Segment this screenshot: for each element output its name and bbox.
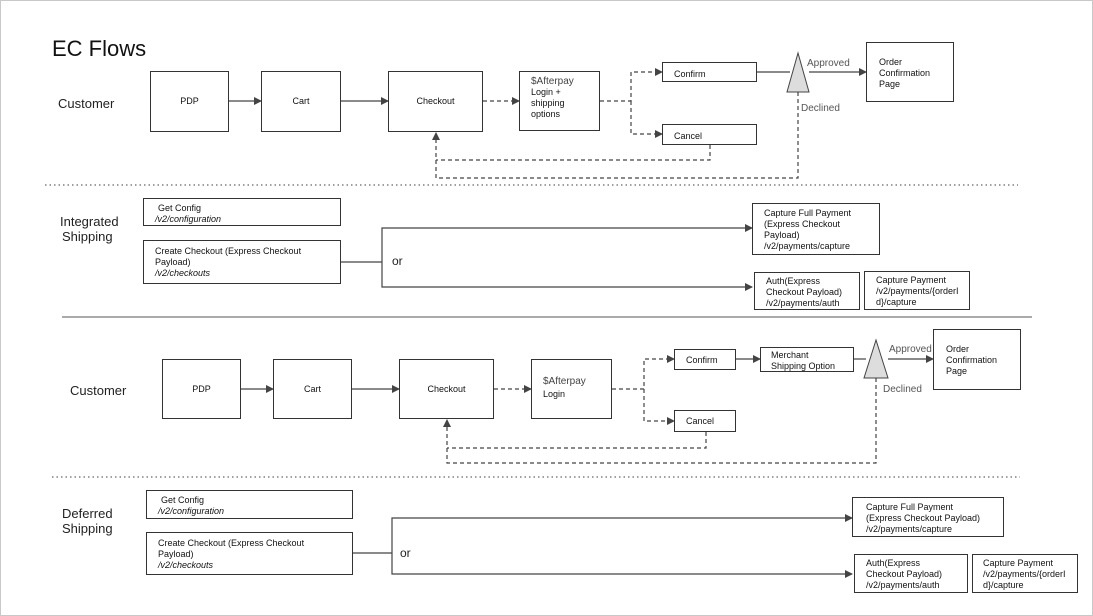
is-get-config-box: Get Config /v2/configuration xyxy=(143,198,341,226)
f1-afterpay-line1: Login + xyxy=(531,87,561,97)
f1-afterpay-line2: shipping xyxy=(531,98,565,108)
f2-decision-triangle xyxy=(863,338,889,379)
is-create-checkout-title2: Payload) xyxy=(155,257,191,267)
is-create-checkout-box: Create Checkout (Express Checkout Payloa… xyxy=(143,240,341,284)
lane-integrated-shipping: Integrated Shipping xyxy=(60,214,119,244)
lane-integrated-line2: Shipping xyxy=(62,229,113,244)
is-capture-full-box: Capture Full Payment (Express Checkout P… xyxy=(752,203,880,255)
f1-declined-label: Declined xyxy=(801,103,840,114)
f1-pdp-box: PDP xyxy=(150,71,229,132)
ds-capture-payment-line1: Capture Payment xyxy=(983,558,1054,568)
f1-cancel-return-line xyxy=(436,145,711,161)
f1-afterpay-brand: $Afterpay xyxy=(531,76,574,87)
ds-capture-full-box: Capture Full Payment (Express Checkout P… xyxy=(852,497,1004,537)
ds-create-checkout-path: /v2/checkouts xyxy=(158,560,214,570)
f1-confirm-box: Confirm xyxy=(662,62,757,82)
ds-bottom-branch-arrow xyxy=(391,553,853,578)
f1-checkout-box: Checkout xyxy=(388,71,483,132)
is-auth-line3: /v2/payments/auth xyxy=(766,298,840,308)
ds-capture-payment-line3: d}/capture xyxy=(983,580,1024,590)
is-bottom-branch-arrow xyxy=(381,262,753,291)
ds-capture-payment-box: Capture Payment /v2/payments/{orderI d}/… xyxy=(972,554,1078,593)
ds-get-config-path: /v2/configuration xyxy=(158,506,225,516)
f2-order-confirmation-box: Order Confirmation Page xyxy=(933,329,1021,390)
is-capture-full-line3: Payload) xyxy=(764,230,800,240)
ds-auth-box: Auth(Express Checkout Payload) /v2/payme… xyxy=(854,554,968,593)
ds-capture-full-line1: Capture Full Payment xyxy=(866,502,954,512)
f2-order-line1: Order xyxy=(946,344,970,354)
ds-auth-line1: Auth(Express xyxy=(866,558,921,568)
lane-customer-1: Customer xyxy=(58,96,115,111)
ds-get-config-title: Get Config xyxy=(161,495,205,505)
f2-cancel-box: Cancel xyxy=(674,410,736,432)
is-capture-full-line4: /v2/payments/capture xyxy=(764,241,851,251)
f2-merchant-line2: Shipping Option xyxy=(771,361,836,371)
f2-afterpay-confirm-arrow xyxy=(612,355,675,390)
f2-afterpay-cancel-arrow xyxy=(643,389,675,425)
f2-order-line2: Confirmation xyxy=(946,355,998,365)
ds-capture-payment-line2: /v2/payments/{orderI xyxy=(983,569,1066,579)
f1-afterpay-line3: options xyxy=(531,109,561,119)
f2-merchant-line1: Merchant xyxy=(771,350,809,360)
is-auth-line1: Auth(Express xyxy=(766,276,821,286)
is-create-checkout-path: /v2/checkouts xyxy=(155,268,211,278)
lane-deferred-line1: Deferred xyxy=(62,506,113,521)
f1-order-line3: Page xyxy=(879,79,901,89)
lane-deferred-line2: Shipping xyxy=(62,521,113,536)
f1-afterpay-cancel-arrow xyxy=(630,101,663,138)
ds-capture-full-line2: (Express Checkout Payload) xyxy=(866,513,981,523)
is-capture-full-line2: (Express Checkout xyxy=(764,219,841,229)
is-top-branch-arrow xyxy=(381,224,753,262)
f1-order-line2: Confirmation xyxy=(879,68,931,78)
f2-approved-label: Approved xyxy=(889,344,932,355)
is-get-config-title: Get Config xyxy=(158,203,202,213)
f1-order-confirmation-box: Order Confirmation Page xyxy=(866,42,954,102)
ds-get-config-box: Get Config /v2/configuration xyxy=(146,490,353,519)
f1-cart-box: Cart xyxy=(261,71,341,132)
f2-afterpay-line1: Login xyxy=(543,389,566,399)
f2-afterpay-brand: $Afterpay xyxy=(543,376,586,387)
f2-merchant-shipping-box: Merchant Shipping Option xyxy=(760,347,854,372)
ds-create-checkout-title: Create Checkout (Express Checkout xyxy=(158,538,305,548)
is-capture-payment-line1: Capture Payment xyxy=(876,275,947,285)
ds-capture-full-line3: /v2/payments/capture xyxy=(866,524,953,534)
f1-order-line1: Order xyxy=(879,57,903,67)
f1-cancel-box: Cancel xyxy=(662,124,757,145)
is-auth-line2: Checkout Payload) xyxy=(766,287,843,297)
ds-or-label: or xyxy=(400,546,411,560)
is-or-label: or xyxy=(392,254,403,268)
f2-pdp-box: PDP xyxy=(162,359,241,419)
f2-order-line3: Page xyxy=(946,366,968,376)
f2-checkout-box: Checkout xyxy=(399,359,494,419)
f2-cancel-return-line xyxy=(447,432,707,449)
is-capture-payment-box: Capture Payment /v2/payments/{orderI d}/… xyxy=(864,271,970,310)
ds-top-branch-arrow xyxy=(391,514,853,553)
f1-declined-return-arrow xyxy=(432,92,799,179)
lane-deferred-shipping: Deferred Shipping xyxy=(62,506,113,536)
is-capture-payment-line3: d}/capture xyxy=(876,297,917,307)
ds-create-checkout-title2: Payload) xyxy=(158,549,194,559)
f2-afterpay-box: $Afterpay Login xyxy=(531,359,612,419)
is-capture-full-line1: Capture Full Payment xyxy=(764,208,852,218)
f1-afterpay-box: $Afterpay Login + shipping options xyxy=(519,71,600,131)
f2-cart-box: Cart xyxy=(273,359,352,419)
ds-auth-line3: /v2/payments/auth xyxy=(866,580,940,590)
ds-create-checkout-box: Create Checkout (Express Checkout Payloa… xyxy=(146,532,353,575)
f1-approved-label: Approved xyxy=(807,58,850,69)
is-auth-box: Auth(Express Checkout Payload) /v2/payme… xyxy=(754,272,860,310)
lane-integrated-line1: Integrated xyxy=(60,214,119,229)
ds-auth-line2: Checkout Payload) xyxy=(866,569,943,579)
is-capture-payment-line2: /v2/payments/{orderI xyxy=(876,286,959,296)
f2-declined-return-arrow xyxy=(443,378,877,464)
lane-customer-2: Customer xyxy=(70,383,127,398)
f1-decision-triangle xyxy=(786,51,810,93)
f2-declined-label: Declined xyxy=(883,384,922,395)
f2-confirm-box: Confirm xyxy=(674,349,736,370)
f1-afterpay-confirm-arrow xyxy=(600,68,663,102)
is-get-config-path: /v2/configuration xyxy=(155,214,222,224)
diagram-title: EC Flows xyxy=(52,36,147,61)
is-create-checkout-title: Create Checkout (Express Checkout xyxy=(155,246,302,256)
